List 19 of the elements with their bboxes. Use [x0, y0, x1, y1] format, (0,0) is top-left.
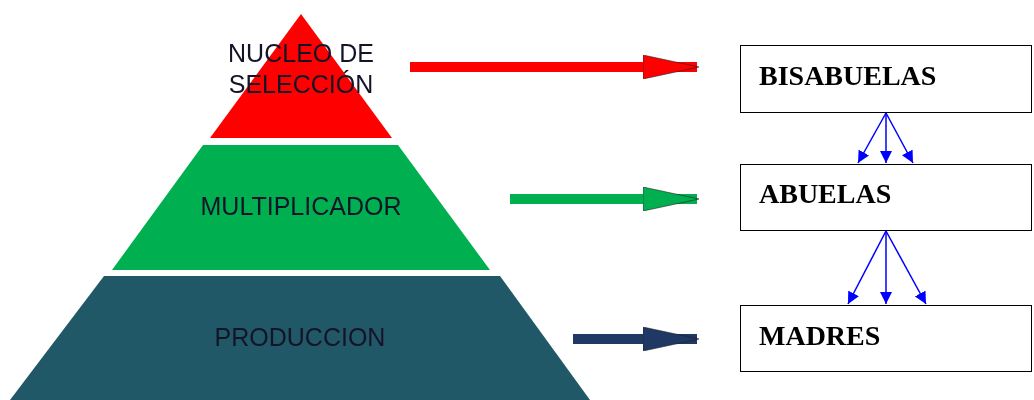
block-arrow [410, 54, 700, 80]
arrow [880, 112, 892, 164]
box-label: BISABUELAS [759, 60, 937, 92]
pyramid-tier [112, 145, 490, 270]
tier-label: PRODUCCION [213, 322, 387, 353]
arrow [857, 112, 887, 164]
arrow [880, 230, 892, 305]
generation-box [740, 305, 1032, 372]
arrow [885, 112, 914, 164]
generation-box [740, 45, 1032, 113]
block-arrow [510, 186, 700, 212]
pyramid-tier [10, 276, 590, 400]
generation-box [740, 164, 1032, 231]
arrow [847, 230, 887, 305]
tier-label: MULTIPLICADOR [199, 191, 403, 222]
block-arrow [573, 326, 700, 352]
box-label: MADRES [759, 320, 881, 352]
arrow [885, 230, 927, 305]
box-label: ABUELAS [759, 178, 892, 210]
